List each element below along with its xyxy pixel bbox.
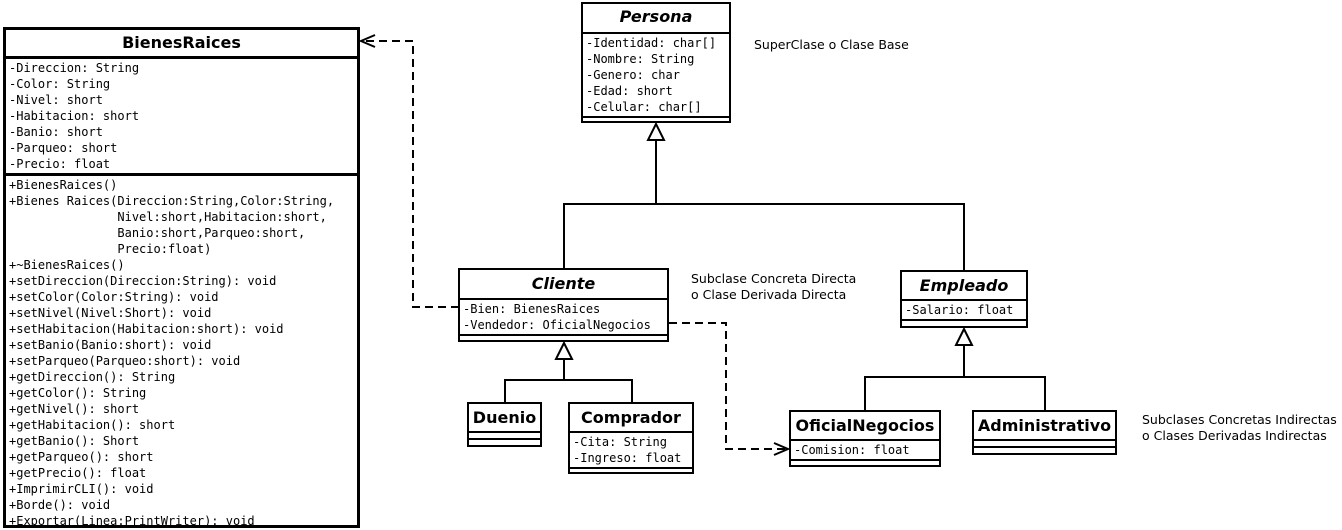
attributes-compartment: -Direccion: String -Color: String -Nivel… [6,56,357,173]
method: Nivel:short,Habitacion:short, [9,210,327,224]
generalization-cliente [504,340,633,402]
attribute: -Identidad: char[] [586,36,717,50]
methods-compartment [570,467,692,472]
class-persona[interactable]: Persona -Identidad: char[] -Nombre: Stri… [581,2,731,123]
method: Precio:float) [9,242,212,256]
methods-compartment [583,116,729,121]
method: Banio:short,Parqueo:short, [9,226,306,240]
note-subclases-indirectas-line2: o Clases Derivadas Indirectas [1142,428,1327,443]
method: +setColor(Color:String): void [9,290,219,304]
attribute: -Banio: short [9,125,103,139]
class-comprador[interactable]: Comprador -Cita: String -Ingreso: float [568,402,694,474]
generalization-persona [563,121,965,270]
attribute: -Parqueo: short [9,141,118,155]
class-title: Cliente [531,274,596,293]
method: +getColor(): String [9,386,147,400]
class-title: OficialNegocios [795,416,935,435]
note-subclase-directa-line1: Subclase Concreta Directa [691,271,857,286]
method: +getHabitacion(): short [9,418,176,432]
attribute: -Habitacion: short [9,109,140,123]
methods-compartment [460,334,667,340]
class-title: Empleado [919,276,1009,295]
attributes-compartment: -Identidad: char[] -Nombre: String -Gene… [583,32,729,116]
attributes-compartment: -Salario: float [902,299,1026,319]
attribute: -Comision: float [794,443,910,457]
attributes-compartment: -Bien: BienesRaices -Vendedor: OficialNe… [460,298,667,334]
method: +ImprimirCLI(): void [9,482,154,496]
attribute: -Vendedor: OficialNegocios [463,318,651,332]
method: +getParqueo(): short [9,450,154,464]
attribute: -Cita: String [573,435,667,449]
methods-compartment: +BienesRaices() +Bienes Raices(Direccion… [6,173,357,530]
attribute: -Direccion: String [9,61,140,75]
note-superclase: SuperClase o Clase Base [754,37,909,52]
attributes-compartment [469,431,540,438]
attributes-compartment [974,439,1115,446]
attribute: -Bien: BienesRaices [463,302,601,316]
method: +setBanio(Banio:short): void [9,338,212,352]
method: +Exportar(Linea:PrintWriter): void [9,514,255,528]
methods-compartment [902,319,1026,326]
class-title: Duenio [472,408,537,427]
attribute: -Ingreso: float [573,451,682,465]
class-duenio[interactable]: Duenio [467,402,542,447]
note-subclases-indirectas-line1: Subclases Concretas Indirectas [1142,412,1337,427]
attribute: -Color: String [9,77,111,91]
method: +Borde(): void [9,498,111,512]
attribute: -Genero: char [586,68,680,82]
method: +getBanio(): Short [9,434,140,448]
method: +setHabitacion(Habitacion:short): void [9,322,284,336]
class-bienes-raices[interactable]: BienesRaices -Direccion: String -Color: … [3,27,360,528]
method: +BienesRaices() [9,178,118,192]
attributes-compartment: -Comision: float [791,439,939,459]
method: +getDireccion(): String [9,370,176,384]
class-cliente[interactable]: Cliente -Bien: BienesRaices -Vendedor: O… [458,268,669,342]
class-administrativo[interactable]: Administrativo [972,410,1117,455]
method: +getPrecio(): float [9,466,147,480]
attribute: -Celular: char[] [586,100,702,114]
methods-compartment [974,446,1115,453]
dependency-bienes-raices [358,34,459,308]
generalization-empleado [864,326,1046,410]
attribute: -Nombre: String [586,52,695,66]
class-empleado[interactable]: Empleado -Salario: float [900,270,1028,328]
class-title: BienesRaices [122,33,241,52]
class-oficial-negocios[interactable]: OficialNegocios -Comision: float [789,410,941,467]
method: +Bienes Raices(Direccion:String,Color:St… [9,194,335,208]
note-subclase-directa-line2: o Clase Derivada Directa [691,287,847,302]
attribute: -Nivel: short [9,93,103,107]
attribute: -Salario: float [905,303,1014,317]
methods-compartment [469,438,540,445]
method: +getNivel(): short [9,402,140,416]
class-title: Persona [619,7,693,26]
method: +setNivel(Nivel:Short): void [9,306,212,320]
method: +setParqueo(Parqueo:short): void [9,354,241,368]
dependency-oficial-negocios [669,322,791,456]
attributes-compartment: -Cita: String -Ingreso: float [570,431,692,467]
attribute: -Edad: short [586,84,673,98]
attribute: -Precio: float [9,157,111,171]
class-title: Administrativo [977,416,1112,435]
method: +~BienesRaices() [9,258,125,272]
class-title: Comprador [581,408,681,427]
methods-compartment [791,459,939,465]
method: +setDireccion(Direccion:String): void [9,274,277,288]
